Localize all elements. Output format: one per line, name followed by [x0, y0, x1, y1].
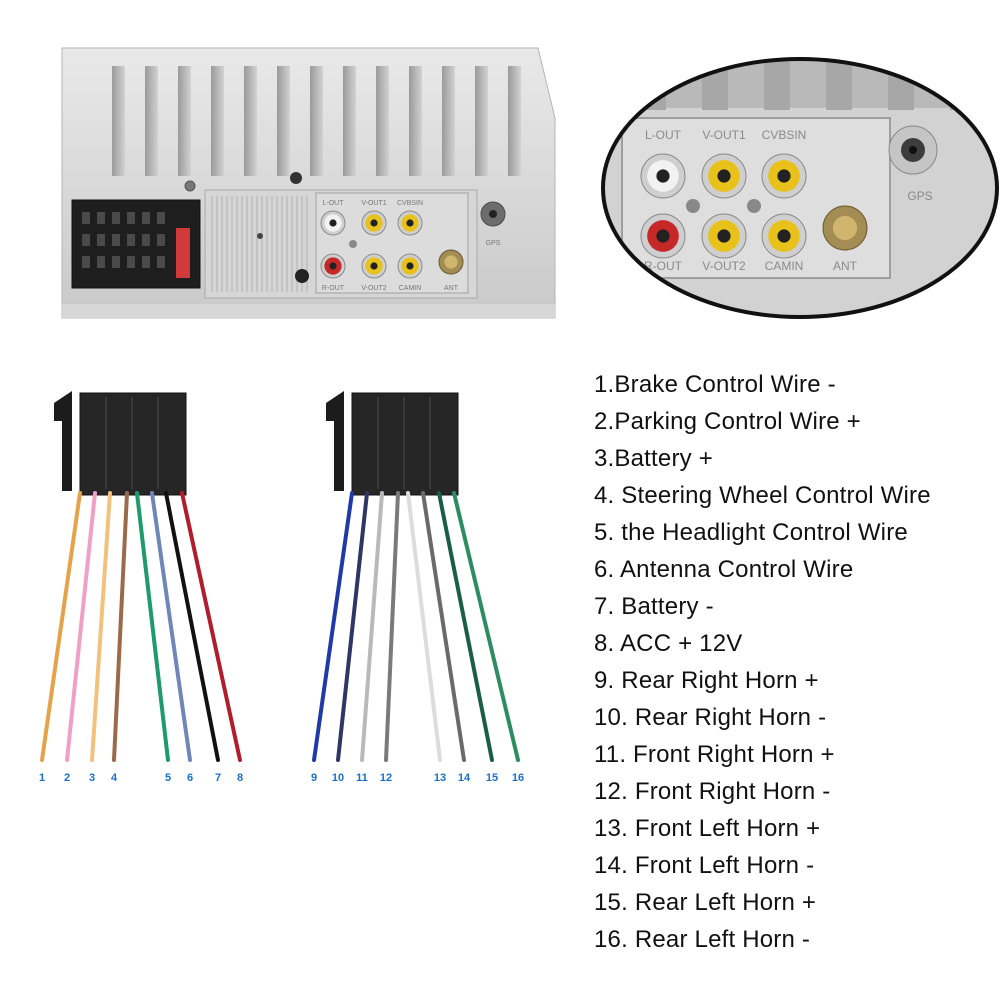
- port-label: V-OUT2: [702, 259, 746, 273]
- fin: [112, 66, 125, 176]
- port-label: CVBSIN: [397, 200, 423, 207]
- legend-item-16: 16. Rear Left Horn -: [594, 926, 811, 953]
- port-label: V-OUT2: [361, 285, 386, 292]
- port-label: GPS: [486, 240, 501, 247]
- harness-connector-right: 9 10 11 12 13 14 15 16: [311, 391, 524, 784]
- pin-number-4: 4: [111, 772, 118, 784]
- fin: [310, 66, 323, 176]
- port-label: L-OUT: [323, 200, 345, 207]
- radio-unit: L-OUT V-OUT1 CVBSIN R-OUT V-OUT2 CAMIN ANT GPS: [61, 47, 556, 319]
- port-label: V-OUT1: [702, 128, 746, 142]
- legend-item-2: 2.Parking Control Wire +: [594, 408, 861, 435]
- port-label: CAMIN: [765, 259, 804, 273]
- mic-jack-icon: [295, 269, 309, 283]
- legend-item-4: 4. Steering Wheel Control Wire: [594, 482, 931, 509]
- pin-number-12: 12: [380, 772, 392, 784]
- port-label: L-OUT: [645, 128, 682, 142]
- port-label: CAMIN: [399, 285, 422, 292]
- pin-number-9: 9: [311, 772, 317, 784]
- wire-5: [135, 491, 170, 762]
- rca-ports-zoomed: [640, 153, 868, 259]
- pin-number-6: 6: [187, 772, 193, 784]
- fin: [508, 66, 521, 176]
- rca-ports: [320, 210, 464, 279]
- legend-item-7: 7. Battery -: [594, 593, 714, 620]
- fin: [277, 66, 290, 176]
- legend-item-1: 1.Brake Control Wire -: [594, 371, 836, 398]
- wire-14: [421, 491, 466, 762]
- legend-item-14: 14. Front Left Horn -: [594, 852, 815, 879]
- screw-icon: [184, 180, 196, 192]
- wire-10: [336, 491, 369, 762]
- port-label: CVBSIN: [762, 128, 807, 142]
- wire-11: [360, 491, 384, 762]
- fine-fins: [211, 196, 308, 292]
- pin-number-14: 14: [458, 772, 471, 784]
- pin-number-1: 1: [39, 772, 45, 784]
- pin-number-3: 3: [89, 772, 95, 784]
- fin: [145, 66, 158, 176]
- fin: [343, 66, 356, 176]
- fuse-icon: [176, 228, 190, 278]
- wire-3: [90, 491, 112, 762]
- fin: [244, 66, 257, 176]
- zoom-lens-frame: [601, 57, 999, 319]
- legend-item-11: 11. Front Right Horn +: [594, 741, 835, 768]
- pin-number-16: 16: [512, 772, 524, 784]
- pin-number-10: 10: [332, 772, 344, 784]
- harness-connector-left: 1 2 3 4 5 6 7 8: [39, 391, 243, 784]
- legend-item-13: 13. Front Left Horn +: [594, 815, 821, 842]
- pin-legend: 1.Brake Control Wire - 2.Parking Control …: [594, 366, 994, 958]
- legend-item-9: 9. Rear Right Horn +: [594, 667, 819, 694]
- port-label: V-OUT1: [361, 200, 386, 207]
- wire-6: [150, 491, 192, 762]
- heat-sink-fins: [112, 66, 521, 176]
- fin: [178, 66, 191, 176]
- screw-hole-icon: [290, 172, 302, 184]
- pin-number-2: 2: [64, 772, 70, 784]
- fin: [376, 66, 389, 176]
- legend-item-10: 10. Rear Right Horn -: [594, 704, 827, 731]
- port-label: ANT: [833, 259, 858, 273]
- port-label: ANT: [444, 285, 459, 292]
- pin-number-13: 13: [434, 772, 446, 784]
- port-label: R-OUT: [322, 285, 345, 292]
- legend-item-12: 12. Front Right Horn -: [594, 778, 831, 805]
- legend-item-5: 5. the Headlight Control Wire: [594, 519, 908, 546]
- pin-number-5: 5: [165, 772, 171, 784]
- legend-item-3: 3.Battery +: [594, 445, 713, 472]
- legend-item-6: 6. Antenna Control Wire: [594, 556, 854, 583]
- fin: [211, 66, 224, 176]
- pin-number-7: 7: [215, 772, 221, 784]
- wire-16: [452, 491, 520, 762]
- wire-12: [384, 491, 400, 762]
- fin: [409, 66, 422, 176]
- wire-15: [437, 491, 494, 762]
- wire-7: [164, 491, 220, 762]
- wire-13: [406, 491, 442, 762]
- wire-1: [40, 491, 82, 762]
- port-label: GPS: [907, 189, 932, 203]
- pin-number-11: 11: [356, 772, 368, 784]
- wire-9: [312, 491, 354, 762]
- pin-number-8: 8: [237, 772, 243, 784]
- zoom-detail: L-OUT V-OUT1 CVBSIN R-OUT V-OUT2 CAMIN ANT GPS: [601, 57, 999, 319]
- wire-4: [112, 491, 129, 762]
- wire-2: [65, 491, 97, 762]
- legend-item-15: 15. Rear Left Horn +: [594, 889, 817, 916]
- legend-item-8: 8. ACC + 12V: [594, 630, 743, 657]
- port-label: R-OUT: [644, 259, 683, 273]
- fin: [442, 66, 455, 176]
- fin: [475, 66, 488, 176]
- wire-8: [180, 491, 242, 762]
- pin-number-15: 15: [486, 772, 498, 784]
